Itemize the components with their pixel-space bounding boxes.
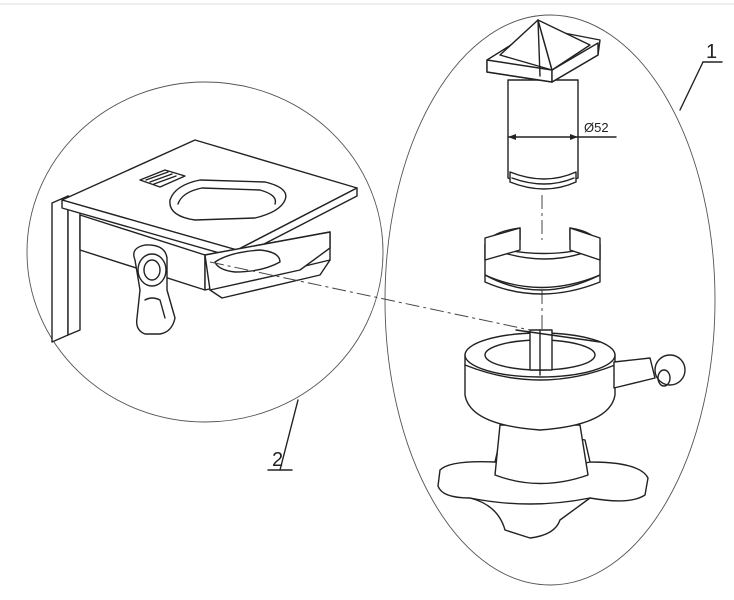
dimension-arrow-left (508, 134, 516, 140)
locking-pin (486, 19, 617, 190)
callout-2-label: 2 (272, 449, 283, 471)
assembly-line (209, 261, 531, 331)
base-with-handle (437, 329, 686, 539)
callout-1-leader (679, 61, 704, 111)
split-collar (484, 227, 601, 295)
mounting-bracket (51, 139, 358, 343)
callout-2-leader (279, 399, 299, 471)
callout-1-label: 1 (706, 41, 717, 63)
detail-circle-2 (26, 81, 384, 423)
detail-ellipse-1 (384, 14, 716, 586)
dimension-arrow-right (570, 134, 578, 140)
dimension-label: Ø52 (584, 120, 609, 135)
